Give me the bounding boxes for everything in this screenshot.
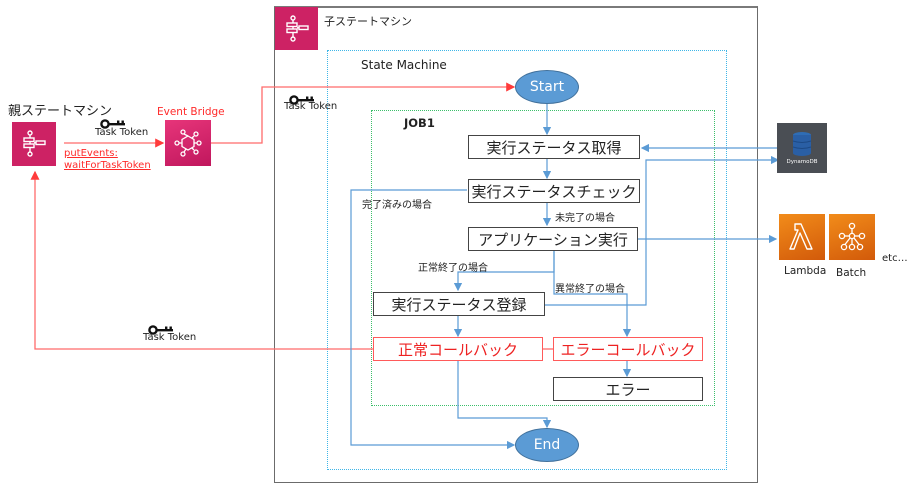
put-events-label: putEvents:	[64, 148, 118, 159]
batch-icon[interactable]	[829, 214, 875, 260]
step-functions-icon[interactable]	[12, 122, 56, 166]
dynamodb-label: DynamoDB	[786, 159, 818, 165]
check-status-step[interactable]: 実行ステータスチェック	[468, 179, 640, 203]
end-node[interactable]: End	[515, 428, 579, 462]
state-machine-label: State Machine	[361, 58, 447, 72]
key-icon	[289, 90, 315, 109]
task-token-label: Task Token	[284, 101, 338, 112]
eventbridge-glyph	[174, 129, 202, 157]
edge-label-normal-end: 正常終了の場合	[418, 263, 488, 274]
dynamodb-icon[interactable]: DynamoDB	[777, 123, 827, 173]
job1-label: JOB1	[404, 116, 435, 130]
etc-label: etc…	[882, 253, 908, 264]
lambda-glyph	[789, 223, 813, 250]
batch-glyph	[838, 222, 866, 251]
key-icon	[148, 320, 174, 339]
error-step[interactable]: エラー	[553, 377, 703, 401]
child-state-machine-title: 子ステートマシン	[324, 15, 412, 28]
key-icon	[100, 114, 126, 133]
step-functions-glyph	[285, 14, 309, 42]
batch-label: Batch	[836, 267, 867, 279]
register-status-step[interactable]: 実行ステータス登録	[373, 292, 545, 316]
wait-for-task-token-label: waitForTaskToken	[64, 160, 151, 171]
edge-label-abnormal-end: 異常終了の場合	[555, 284, 625, 295]
task-token-label: Task Token	[143, 332, 197, 343]
lambda-label: Lambda	[784, 265, 827, 277]
run-application-step[interactable]: アプリケーション実行	[468, 227, 638, 251]
dynamodb-glyph	[792, 132, 812, 156]
step-functions-icon[interactable]	[275, 7, 318, 50]
edge-label-not-completed: 未完了の場合	[555, 213, 615, 224]
eventbridge-title: Event Bridge	[157, 106, 225, 118]
lambda-icon[interactable]	[779, 214, 825, 260]
eventbridge-icon[interactable]	[165, 120, 211, 166]
step-functions-glyph	[23, 130, 46, 157]
error-callback-step[interactable]: エラーコールバック	[553, 337, 703, 361]
start-node[interactable]: Start	[515, 70, 579, 104]
edge-label-completed: 完了済みの場合	[362, 200, 432, 211]
get-status-step[interactable]: 実行ステータス取得	[468, 135, 640, 159]
success-callback-step[interactable]: 正常コールバック	[373, 337, 543, 361]
task-token-label: Task Token	[95, 127, 149, 138]
parent-state-machine-title: 親ステートマシン	[8, 104, 113, 119]
